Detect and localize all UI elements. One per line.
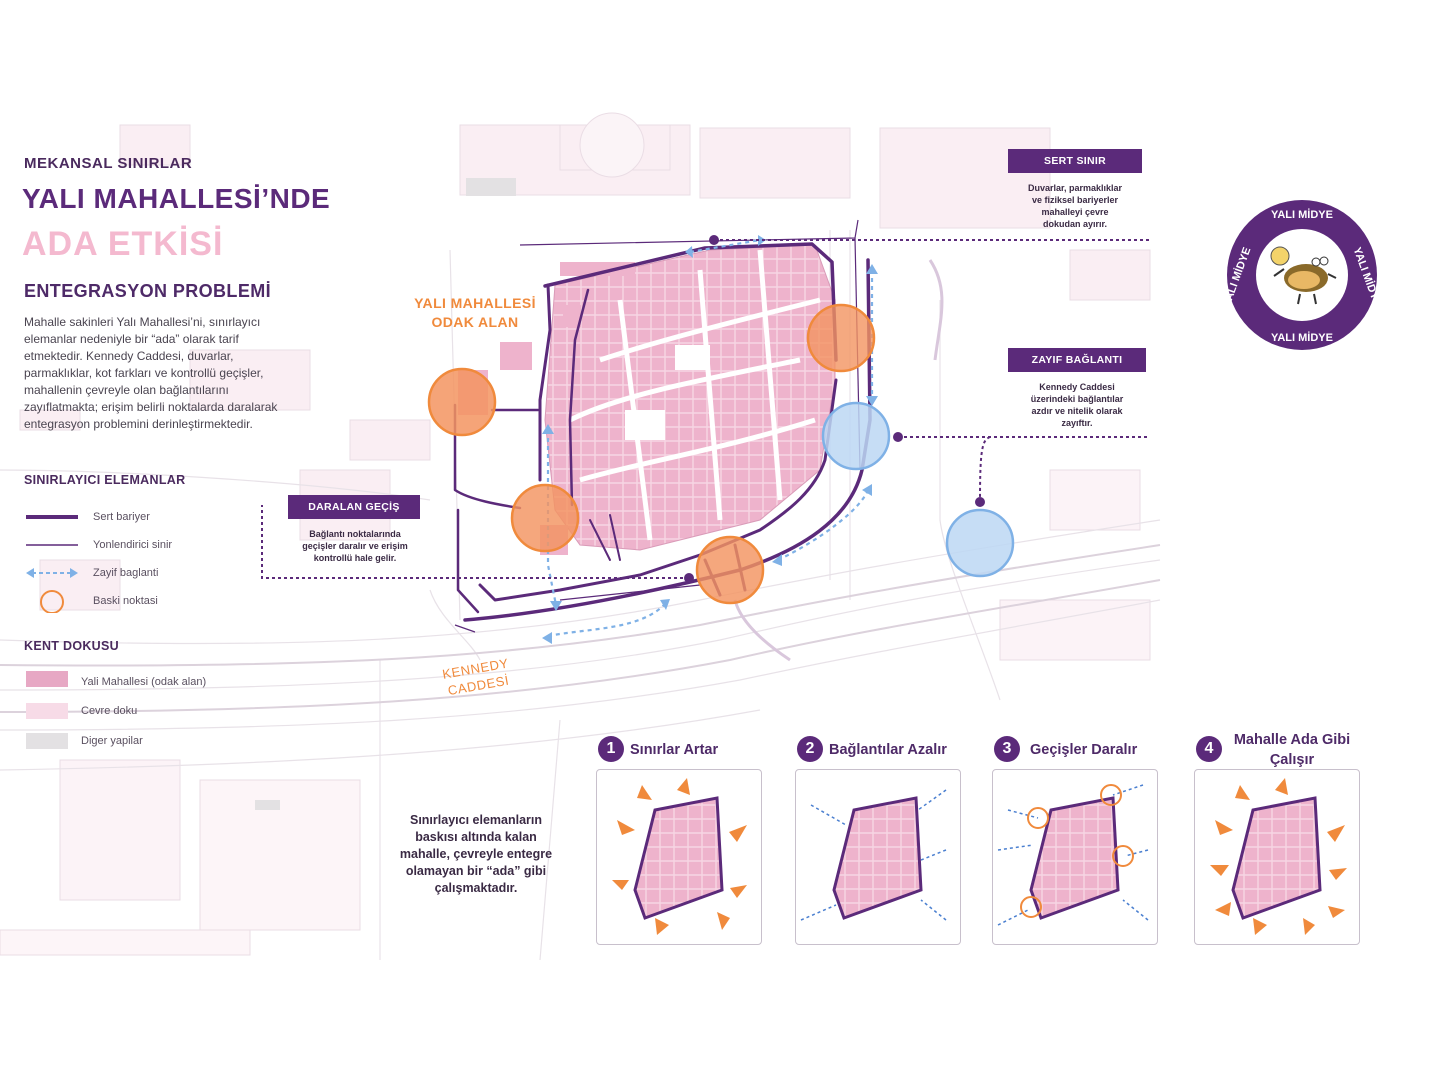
legend-title: SINIRLAYICI ELEMANLAR <box>24 473 186 487</box>
intro-line: parmaklıklar, kot farkları ve kontrollü … <box>24 366 264 380</box>
pressure-point-3 <box>695 535 765 605</box>
callout-tag-hard-border: SERT SINIR <box>1008 149 1142 173</box>
step-2-panel <box>795 769 961 945</box>
step-3-diagram <box>997 784 1149 926</box>
focus-area-label-line: ODAK ALAN <box>431 314 519 330</box>
intro-line: entegrasyon problemini derinleştirmekted… <box>24 417 253 431</box>
legend-label: Baski noktasi <box>93 595 158 607</box>
step-2-number: 2 <box>797 736 823 762</box>
yali-midye-logo: YALI MİDYE YALI MİDYE YALI MİDYE YALI Mİ… <box>1224 200 1380 350</box>
note-line: kontrollü hale gelir. <box>313 553 397 563</box>
callout-dots <box>684 235 985 583</box>
callout-tag-weak-link: ZAYIF BAĞLANTI <box>1008 348 1146 372</box>
step-2-diagram <box>800 789 947 921</box>
weak-link-arrows <box>997 784 1149 926</box>
legend-label: Yonlendirici sinir <box>93 539 173 551</box>
kennedy-road-lines <box>0 544 1161 713</box>
page-title-highlight: ADA ETKİSİ <box>22 225 224 263</box>
note-line: azdır ve nitelik olarak <box>1031 406 1123 416</box>
legend-label: Zayif baglanti <box>93 567 159 579</box>
step-4-label-line: Çalışır <box>1269 752 1315 768</box>
step-1-number: 1 <box>598 736 624 762</box>
intro-line: elemanlar nedeniyle bir “ada” olarak tar… <box>24 332 239 346</box>
other-buildings <box>255 178 516 810</box>
step-3-number: 3 <box>994 736 1020 762</box>
pressure-rings <box>1020 784 1134 918</box>
note-line: mahalleyi çevre <box>1041 207 1109 217</box>
intro-paragraph: Mahalle sakinleri Yalı Mahallesi’ni, sın… <box>24 314 324 433</box>
focus-area-label-line: YALI MAHALLESİ <box>414 295 536 311</box>
note-line: Kennedy Caddesi <box>1039 382 1115 392</box>
pressure-point-1 <box>427 367 497 437</box>
legend-label: Sert bariyer <box>93 511 150 523</box>
note-line: zayıftır. <box>1061 418 1093 428</box>
summary-line: olamayan bir “ada” gibi <box>405 864 547 878</box>
fabric-label: Cevre doku <box>81 705 138 717</box>
pressure-point-swatch <box>40 590 64 613</box>
page-subtitle: ENTEGRASYON PROBLEMİ <box>24 281 272 301</box>
note-line: Bağlantı noktalarında <box>309 529 401 539</box>
note-line: ve fiziksel bariyerler <box>1031 195 1119 205</box>
step-1-panel <box>596 769 762 945</box>
pressure-arrows <box>1210 778 1347 935</box>
weak-link-zones <box>821 401 1015 578</box>
pressure-point-4 <box>806 303 876 373</box>
step-2-label: Bağlantılar Azalır <box>829 742 947 758</box>
step-1-diagram <box>612 778 747 935</box>
focus-area-label: YALI MAHALLESİ ODAK ALAN <box>400 294 550 332</box>
intro-line: Mahalle sakinleri Yalı Mahallesi’ni, sın… <box>24 315 261 329</box>
page-title: YALI MAHALLESİ’NDE <box>22 183 331 214</box>
fabric-title: KENT DOKUSU <box>24 639 119 653</box>
step-3-panel <box>992 769 1158 945</box>
callout-note-weak-link: Kennedy Caddesi üzerindeki bağlantılar a… <box>1008 381 1146 429</box>
pressure-point-2 <box>510 483 580 553</box>
step-4-panel <box>1194 769 1360 945</box>
note-line: geçişler daralır ve erişim <box>302 541 408 551</box>
callout-tag-narrowing: DARALAN GEÇİŞ <box>288 495 420 519</box>
step-4-diagram <box>1210 778 1347 935</box>
fabric-swatch-focus <box>26 671 68 687</box>
summary-line: Sınırlayıcı elemanların <box>409 813 542 827</box>
eyebrow: MEKANSAL SINIRLAR <box>24 155 193 172</box>
logo-text-bottom: YALI MİDYE <box>1271 331 1333 344</box>
step-4-label: Mahalle Ada Gibi Çalışır <box>1222 730 1362 770</box>
intro-line: zayıflatmakta; erişim belirli noktalarda… <box>24 400 278 414</box>
step-1-label: Sınırlar Artar <box>630 742 719 758</box>
intro-line: etmektedir. Kennedy Caddesi, duvarlar, <box>24 349 234 363</box>
note-line: Duvarlar, parmaklıklar <box>1027 183 1123 193</box>
step-4-number: 4 <box>1196 736 1222 762</box>
weak-zone-2 <box>945 508 1015 578</box>
logo-text-top: YALI MİDYE <box>1271 208 1333 221</box>
note-line: dokudan ayırır. <box>1042 219 1108 229</box>
step-4-label-line: Mahalle Ada Gibi <box>1233 732 1351 748</box>
summary-text: Sınırlayıcı elemanların baskısı altında … <box>380 812 572 897</box>
note-line: üzerindeki bağlantılar <box>1030 394 1124 404</box>
callout-leaders <box>261 239 1152 579</box>
fabric-label: Yali Mahallesi (odak alan) <box>81 676 207 688</box>
fabric-swatch-other <box>26 733 68 749</box>
intro-line: mahallenin çevreyle olan bağlantılarını <box>24 383 229 397</box>
legend-symbols <box>26 515 78 613</box>
callout-note-narrowing: Bağlantı noktalarında geçişler daralır v… <box>280 528 430 564</box>
step-3-label: Geçişler Daralır <box>1030 742 1138 758</box>
lilac-edges <box>733 259 944 662</box>
fabric-swatch-surrounding <box>26 703 68 719</box>
weak-zone-1 <box>821 401 891 471</box>
pressure-arrows <box>612 778 747 935</box>
weak-link-arrows <box>800 789 947 921</box>
pressure-points <box>427 303 876 605</box>
summary-line: çalışmaktadır. <box>434 881 518 895</box>
summary-line: baskısı altında kalan <box>415 830 537 844</box>
callout-note-hard-border: Duvarlar, parmaklıklar ve fiziksel bariy… <box>1008 182 1142 230</box>
fabric-label: Diger yapilar <box>81 735 143 747</box>
summary-line: mahalle, çevreyle entegre <box>399 847 553 861</box>
